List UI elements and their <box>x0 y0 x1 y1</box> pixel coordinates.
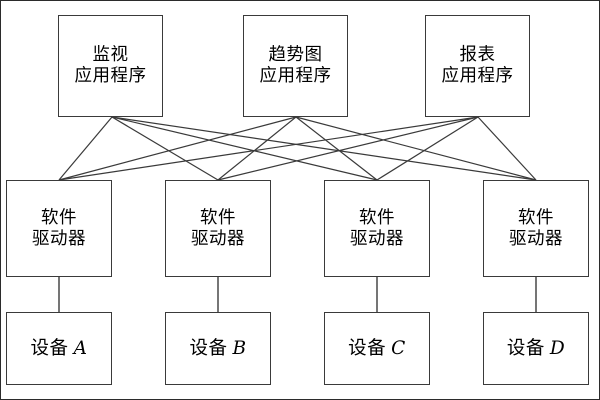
connector-app-report-to-driver-a <box>58 116 479 181</box>
device-label: 设备 <box>506 337 545 359</box>
app-to-driver-connectors <box>58 116 537 181</box>
driver-name-line1: 软件 <box>359 207 395 228</box>
driver-name-line2: 驱动器 <box>32 228 86 249</box>
connector-app-trend-to-driver-a <box>58 116 297 181</box>
connector-app-monitor-to-driver-a <box>58 116 113 181</box>
driver-box-driver-d[interactable]: 软件驱动器 <box>483 180 589 277</box>
connector-app-monitor-to-driver-d <box>111 116 537 181</box>
driver-to-device-connectors <box>58 277 537 312</box>
connector-app-trend-to-driver-d <box>295 116 537 181</box>
connector-app-trend-to-driver-c <box>295 116 378 181</box>
driver-name-line1: 软件 <box>41 207 77 228</box>
application-name-line1: 报表 <box>459 45 496 66</box>
driver-box-driver-b[interactable]: 软件驱动器 <box>165 180 271 277</box>
driver-name-line1: 软件 <box>200 207 236 228</box>
application-name-line2: 应用程序 <box>259 66 332 86</box>
device-label: 设备 <box>189 337 228 359</box>
application-name-line1: 趋势图 <box>268 45 323 66</box>
connector-app-report-to-driver-c <box>376 116 479 181</box>
driver-name-line2: 驱动器 <box>350 228 404 249</box>
driver-box-driver-a[interactable]: 软件驱动器 <box>6 180 112 277</box>
driver-box-driver-c[interactable]: 软件驱动器 <box>324 180 430 277</box>
application-box-app-monitor[interactable]: 监视应用程序 <box>58 15 163 117</box>
application-name-line1: 监视 <box>92 45 129 66</box>
device-tag: A <box>73 337 88 359</box>
connector-app-monitor-to-driver-b <box>111 116 219 181</box>
application-name-line2: 应用程序 <box>441 66 514 86</box>
application-name-line2: 应用程序 <box>74 66 147 86</box>
device-label: 设备 <box>348 337 387 359</box>
application-box-app-report[interactable]: 报表应用程序 <box>425 15 530 117</box>
device-label: 设备 <box>30 337 69 359</box>
application-box-app-trend[interactable]: 趋势图应用程序 <box>243 15 348 117</box>
device-tag: C <box>391 337 406 359</box>
driver-name-line1: 软件 <box>518 207 554 228</box>
device-tag: D <box>549 337 566 359</box>
device-tag: B <box>232 337 247 359</box>
connector-app-monitor-to-driver-c <box>111 116 378 181</box>
connector-app-trend-to-driver-b <box>217 116 297 181</box>
connector-app-report-to-driver-d <box>477 116 537 181</box>
connector-app-report-to-driver-b <box>217 116 479 181</box>
driver-name-line2: 驱动器 <box>191 228 245 249</box>
driver-name-line2: 驱动器 <box>509 228 563 249</box>
